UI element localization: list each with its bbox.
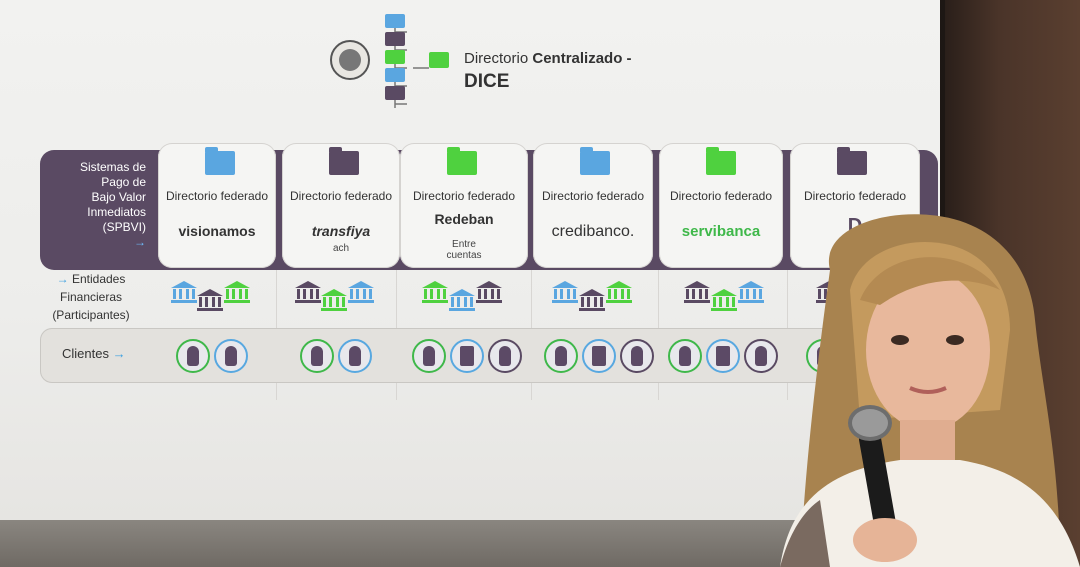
- client-person-icon: [214, 339, 248, 373]
- bank-icon: [223, 280, 251, 304]
- speaker-photo: [780, 214, 1080, 567]
- bank-icon: [578, 288, 606, 312]
- card-dir-label: Directorio federado: [669, 189, 773, 203]
- banco-seal-icon: [330, 40, 370, 80]
- client-store-icon: [582, 339, 616, 373]
- brand-logo-credibanco: credibanco.: [551, 223, 635, 240]
- client-person-icon: [668, 339, 702, 373]
- client-person-icon: [176, 339, 210, 373]
- directory-tree-icon: [385, 14, 449, 108]
- brand-logo-visionamos: visionamos: [178, 223, 256, 239]
- client-person-icon: [744, 339, 778, 373]
- folder-icon: [447, 147, 477, 175]
- card-dir-label: Directorio federado: [412, 189, 516, 203]
- card-transfiya: Directorio federado transfiya ach: [282, 143, 400, 268]
- brand-logo-servibanca: servibanca: [681, 223, 761, 240]
- card-credibanco: Directorio federado credibanco.: [533, 143, 653, 268]
- bank-icon: [294, 280, 322, 304]
- bank-icon: [196, 288, 224, 312]
- bank-icon: [170, 280, 198, 304]
- clients-label: Clientes →: [62, 346, 126, 361]
- entities-label: → Entidades Financieras (Participantes): [52, 272, 130, 322]
- brand-sub-ach: ach: [332, 243, 350, 254]
- folder-icon: [329, 147, 359, 175]
- bank-icon: [551, 280, 579, 304]
- folder-icon: [706, 147, 736, 175]
- page-title: Directorio Centralizado - DICE: [464, 50, 632, 92]
- client-person-icon: [488, 339, 522, 373]
- folder-icon: [837, 147, 867, 175]
- bank-icon: [475, 280, 503, 304]
- client-person-icon: [300, 339, 334, 373]
- card-visionamos: Directorio federado visionamos: [158, 143, 276, 268]
- bank-icon: [683, 280, 711, 304]
- bank-icon: [421, 280, 449, 304]
- bank-icon: [448, 288, 476, 312]
- brand-sub-entre-cuentas: Entre cuentas: [446, 239, 482, 261]
- bank-icon: [710, 288, 738, 312]
- client-store-icon: [450, 339, 484, 373]
- card-dir-label: Directorio federado: [803, 189, 907, 203]
- client-person-icon: [544, 339, 578, 373]
- brand-logo-redeban: Redeban: [434, 211, 494, 227]
- bank-icon: [320, 288, 348, 312]
- card-servibanca: Directorio federado servibanca: [659, 143, 783, 268]
- client-store-icon: [706, 339, 740, 373]
- card-dir-label: Directorio federado: [289, 189, 393, 203]
- card-redeban: Directorio federado Redeban Entre cuenta…: [400, 143, 528, 268]
- bank-icon: [347, 280, 375, 304]
- brand-logo-transfiya: transfiya: [311, 223, 371, 239]
- spbvi-label: Sistemas de Pago de Bajo Valor Inmediato…: [79, 160, 146, 249]
- client-person-icon: [620, 339, 654, 373]
- client-person-icon: [338, 339, 372, 373]
- folder-icon: [580, 147, 610, 175]
- card-dir-label: Directorio federado: [541, 189, 645, 203]
- bank-icon: [605, 280, 633, 304]
- card-dir-label: Directorio federado: [165, 189, 269, 203]
- folder-icon: [205, 147, 235, 175]
- client-person-icon: [412, 339, 446, 373]
